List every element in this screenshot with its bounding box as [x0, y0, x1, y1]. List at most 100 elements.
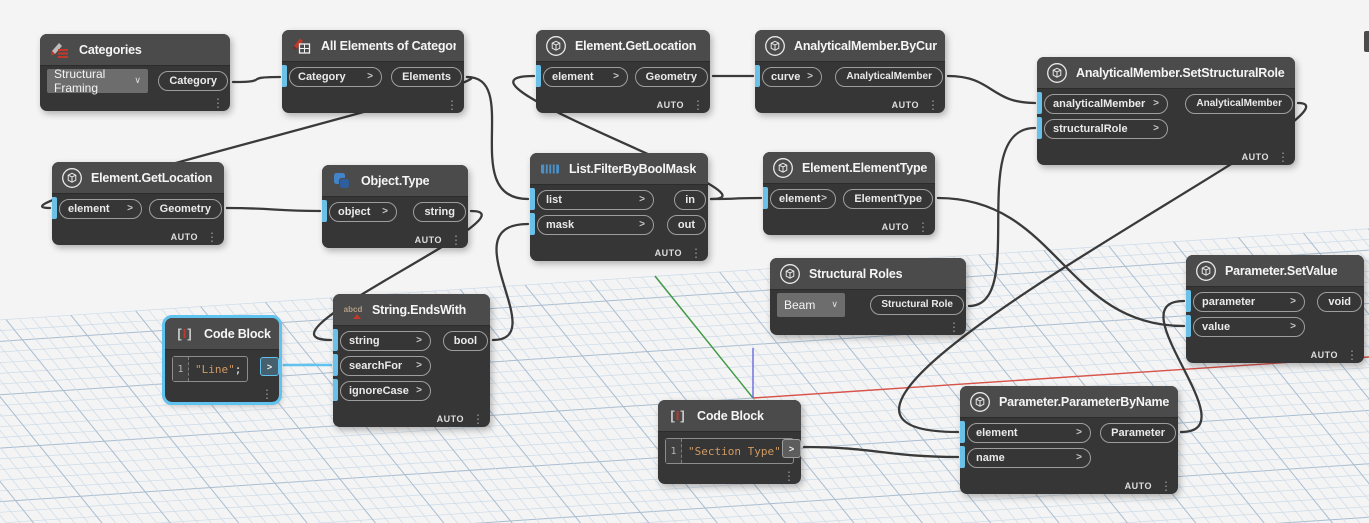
- node-menu-icon[interactable]: ⋮: [212, 96, 224, 110]
- node-header[interactable]: [I]Code Block: [165, 318, 279, 350]
- node-menu-icon[interactable]: ⋮: [446, 98, 458, 112]
- dropdown-categories[interactable]: Structural Framing∨: [47, 67, 148, 95]
- output-port-AnalyticalMember[interactable]: AnalyticalMember: [835, 66, 943, 87]
- node-code-block-line[interactable]: [I]Code Block 1"Line"; > ⋮: [162, 315, 282, 405]
- output-port-string[interactable]: string: [413, 201, 466, 222]
- node-analyticalmember-bycurve[interactable]: AnalyticalMember.ByCurve curve> Analytical…: [755, 30, 945, 113]
- wire[interactable]: [225, 206, 322, 213]
- input-port-string[interactable]: string>: [340, 330, 431, 351]
- node-menu-icon[interactable]: ⋮: [472, 412, 484, 426]
- input-port-parameter[interactable]: parameter>: [1193, 291, 1305, 312]
- output-port-Geometry[interactable]: Geometry: [634, 66, 708, 87]
- node-menu-icon[interactable]: ⋮: [783, 469, 795, 483]
- node-menu-icon[interactable]: ⋮: [261, 387, 273, 401]
- wire[interactable]: [491, 222, 530, 342]
- node-header[interactable]: AnalyticalMember.ByCurve: [755, 30, 945, 62]
- node-header[interactable]: Categories: [40, 34, 230, 66]
- input-port-Category[interactable]: Category>: [289, 66, 382, 87]
- wire[interactable]: [1162, 299, 1203, 434]
- input-port-ignoreCase[interactable]: ignoreCase>: [340, 380, 431, 401]
- lacing-indicator[interactable]: AUTO: [891, 100, 919, 110]
- node-analyticalmember-setstructuralrole[interactable]: AnalyticalMember.SetStructuralRole analyt…: [1037, 57, 1295, 165]
- lacing-indicator[interactable]: AUTO: [436, 414, 464, 424]
- node-menu-icon[interactable]: ⋮: [1346, 348, 1358, 362]
- output-port-Structural Role[interactable]: Structural Role: [870, 294, 964, 315]
- node-header[interactable]: Element.GetLocation: [52, 162, 224, 194]
- node-header[interactable]: Element.GetLocation: [536, 30, 710, 62]
- output-port-bool[interactable]: bool: [442, 330, 488, 351]
- input-port-list[interactable]: list>: [537, 189, 654, 210]
- lacing-indicator[interactable]: AUTO: [654, 248, 682, 258]
- node-menu-icon[interactable]: ⋮: [948, 320, 960, 334]
- output-port-Parameter[interactable]: Parameter: [1100, 422, 1176, 443]
- wire[interactable]: [465, 75, 530, 201]
- node-header[interactable]: List.FilterByBoolMask: [530, 153, 708, 185]
- node-menu-icon[interactable]: ⋮: [450, 233, 462, 247]
- node-header[interactable]: Parameter.ParameterByName: [960, 386, 1178, 418]
- clipped-node-sliver[interactable]: [1364, 31, 1369, 52]
- node-header[interactable]: Element.ElementType: [763, 152, 935, 184]
- output-port-Category[interactable]: Category: [158, 70, 228, 91]
- node-menu-icon[interactable]: ⋮: [917, 220, 929, 234]
- node-menu-icon[interactable]: ⋮: [692, 98, 704, 112]
- code-block-output-port[interactable]: >: [782, 439, 801, 458]
- output-port-in[interactable]: in: [674, 189, 706, 210]
- wire[interactable]: [231, 75, 282, 84]
- node-header[interactable]: AnalyticalMember.SetStructuralRole: [1037, 57, 1295, 89]
- input-port-element[interactable]: element>: [770, 188, 836, 209]
- input-port-structuralRole[interactable]: structuralRole>: [1044, 118, 1168, 139]
- node-menu-icon[interactable]: ⋮: [690, 246, 702, 260]
- code-editor[interactable]: 1"Section Type";: [665, 438, 795, 464]
- lacing-indicator[interactable]: AUTO: [656, 100, 684, 110]
- node-menu-icon[interactable]: ⋮: [927, 98, 939, 112]
- node-header[interactable]: Structural Roles: [770, 258, 966, 290]
- node-header[interactable]: Parameter.SetValue: [1186, 255, 1364, 287]
- wire[interactable]: [802, 445, 960, 459]
- output-port-Geometry[interactable]: Geometry: [148, 198, 222, 219]
- output-port-ElementType[interactable]: ElementType: [843, 188, 933, 209]
- input-port-analyticalMember[interactable]: analyticalMember>: [1044, 93, 1168, 114]
- input-port-element[interactable]: element>: [967, 422, 1091, 443]
- node-header[interactable]: All Elements of Category: [282, 30, 464, 62]
- output-port-Elements[interactable]: Elements: [391, 66, 462, 87]
- input-port-element[interactable]: element>: [59, 198, 142, 219]
- input-port-curve[interactable]: curve>: [762, 66, 822, 87]
- node-header[interactable]: Object.Type: [322, 165, 468, 197]
- input-port-element[interactable]: element>: [543, 66, 628, 87]
- lacing-indicator[interactable]: AUTO: [881, 222, 909, 232]
- wire[interactable]: [967, 126, 1037, 308]
- node-menu-icon[interactable]: ⋮: [206, 230, 218, 244]
- lacing-indicator[interactable]: AUTO: [1124, 481, 1152, 491]
- node-parameter-parameterbyname[interactable]: Parameter.ParameterByName element> Paramet…: [960, 386, 1178, 494]
- node-header[interactable]: [I]Code Block: [658, 400, 801, 432]
- wire[interactable]: [946, 74, 1037, 105]
- dropdown-structural-roles[interactable]: Beam∨: [777, 292, 845, 317]
- wire[interactable]: [512, 74, 724, 201]
- output-port-void[interactable]: void: [1317, 291, 1362, 312]
- input-port-mask[interactable]: mask>: [537, 214, 654, 235]
- code-editor[interactable]: 1"Line";: [172, 356, 249, 382]
- wire[interactable]: [709, 196, 763, 201]
- input-port-name[interactable]: name>: [967, 447, 1091, 468]
- input-port-object[interactable]: object>: [329, 201, 397, 222]
- lacing-indicator[interactable]: AUTO: [414, 235, 442, 245]
- wire[interactable]: [936, 196, 1186, 328]
- wire[interactable]: [312, 209, 483, 342]
- input-port-searchFor[interactable]: searchFor>: [340, 355, 431, 376]
- node-menu-icon[interactable]: ⋮: [1160, 479, 1172, 493]
- node-code-block-section-type[interactable]: [I]Code Block 1"Section Type";> ⋮: [658, 400, 801, 484]
- code-block-output-port[interactable]: >: [260, 357, 279, 376]
- lacing-indicator[interactable]: AUTO: [170, 232, 198, 242]
